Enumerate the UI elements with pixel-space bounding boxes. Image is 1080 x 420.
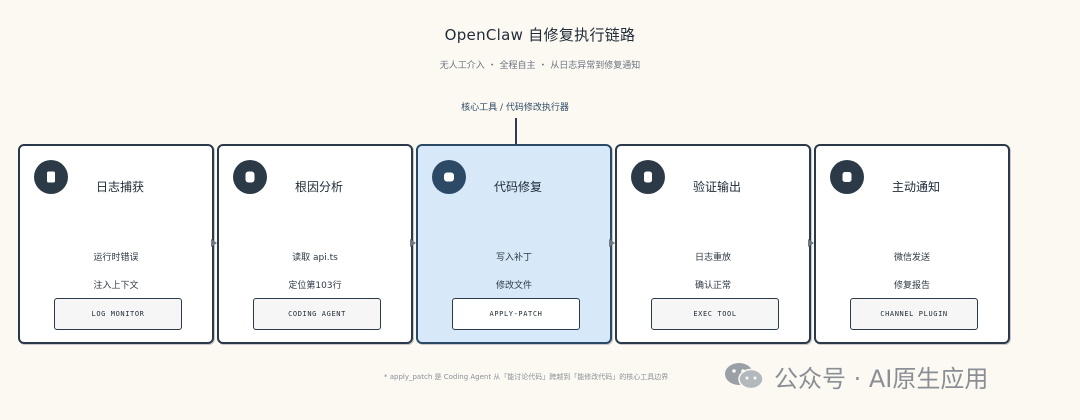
step-card-root-cause: 根因分析 读取 api.ts 定位第103行 CODING AGENT [217, 144, 413, 344]
footnote: * apply_patch 是 Coding Agent 从「能讨论代码」跨越到… [384, 373, 669, 381]
step-title: 主动通知 [891, 180, 940, 194]
watermark: 公众号 · AI原生应用 [722, 358, 988, 394]
step-tool-badge: APPLY-PATCH [452, 298, 580, 330]
flow-arrow [211, 239, 217, 247]
step-detail-1: 读取 api.ts [292, 253, 338, 263]
step-detail-2: 确认正常 [694, 281, 731, 291]
check-icon [631, 160, 665, 194]
step-tool-badge: CHANNEL PLUGIN [850, 298, 978, 330]
diagram-subtitle: 无人工介入 ・ 全程自主 ・ 从日志异常到修复通知 [439, 61, 641, 71]
core-tool-label: 核心工具 / 代码修改执行器 [461, 103, 569, 113]
search-icon [233, 160, 267, 194]
step-tool-badge: CODING AGENT [253, 298, 381, 330]
step-detail-2: 定位第103行 [288, 281, 342, 291]
step-detail-2: 修改文件 [495, 281, 532, 291]
step-detail-1: 微信发送 [893, 253, 930, 263]
flow-arrow [609, 239, 615, 247]
step-card-notify: 主动通知 微信发送 修复报告 CHANNEL PLUGIN [814, 144, 1010, 344]
flow-arrow [808, 239, 814, 247]
step-title: 日志捕获 [95, 180, 144, 194]
diagram-title: OpenClaw 自修复执行链路 [444, 26, 636, 44]
step-card-verify: 验证输出 日志重放 确认正常 EXEC TOOL [615, 144, 811, 344]
wechat-icon [725, 363, 764, 390]
bell-icon [830, 160, 864, 194]
step-card-log-capture: 日志捕获 运行时错误 注入上下文 LOG MONITOR [18, 144, 214, 344]
step-tool-badge: EXEC TOOL [651, 298, 779, 330]
step-title: 代码修复 [493, 180, 542, 194]
step-detail-2: 注入上下文 [93, 281, 139, 291]
step-title: 验证输出 [692, 180, 741, 194]
step-detail-1: 写入补丁 [495, 253, 532, 263]
flow-arrow [410, 239, 416, 247]
step-detail-1: 日志重放 [694, 253, 731, 263]
step-title: 根因分析 [294, 180, 343, 194]
step-detail-2: 修复报告 [893, 281, 930, 291]
step-detail-1: 运行时错误 [93, 253, 139, 263]
document-icon [34, 160, 68, 194]
step-card-code-fix: 代码修复 写入补丁 修改文件 APPLY-PATCH [416, 144, 612, 344]
core-tool-connector [515, 118, 517, 148]
step-tool-badge: LOG MONITOR [54, 298, 182, 330]
wrench-icon [432, 160, 466, 194]
watermark-text: 公众号 · AI原生应用 [774, 364, 989, 393]
